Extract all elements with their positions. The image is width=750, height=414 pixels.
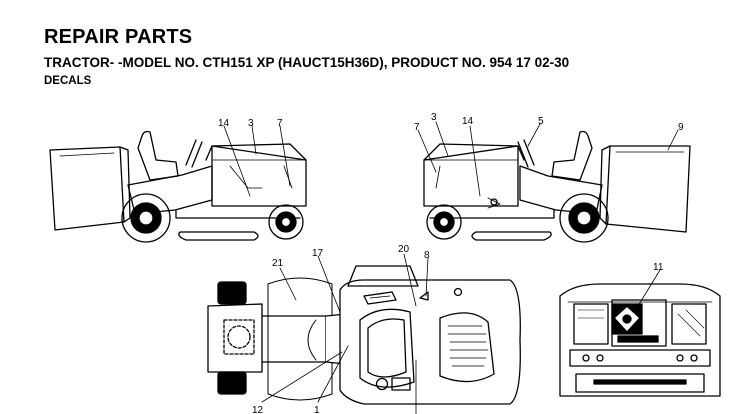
callout-top-17: 17	[312, 248, 324, 259]
callout-top-12: 12	[252, 405, 264, 414]
model-line: TRACTOR- -MODEL NO. CTH151 XP (HAUCT15H3…	[44, 55, 570, 70]
callout-right-5: 5	[538, 116, 544, 127]
callout-numbers: 14 3 7 7 3 14 5 9 21 17 20 8 12 1 11	[218, 112, 684, 414]
tractor-top-view	[207, 253, 521, 414]
callout-right-14: 14	[462, 116, 474, 127]
callout-top-1: 1	[314, 405, 320, 414]
callout-right-9: 9	[678, 122, 684, 133]
callout-top-8: 8	[424, 250, 430, 261]
tractor-right-side-view	[417, 121, 691, 243]
callout-right-7: 7	[414, 122, 420, 133]
callout-left-7: 7	[277, 118, 283, 129]
tractor-left-side-view	[49, 125, 307, 243]
callout-left-14: 14	[218, 118, 230, 129]
callout-right-3: 3	[431, 112, 437, 123]
callout-left-3: 3	[248, 118, 254, 129]
callout-top-21: 21	[272, 258, 284, 269]
callout-panel-11: 11	[653, 262, 664, 273]
page-title: REPAIR PARTS	[44, 26, 193, 48]
section-label: DECALS	[44, 75, 92, 87]
control-panel-view	[559, 269, 721, 397]
callout-top-20: 20	[398, 244, 410, 255]
